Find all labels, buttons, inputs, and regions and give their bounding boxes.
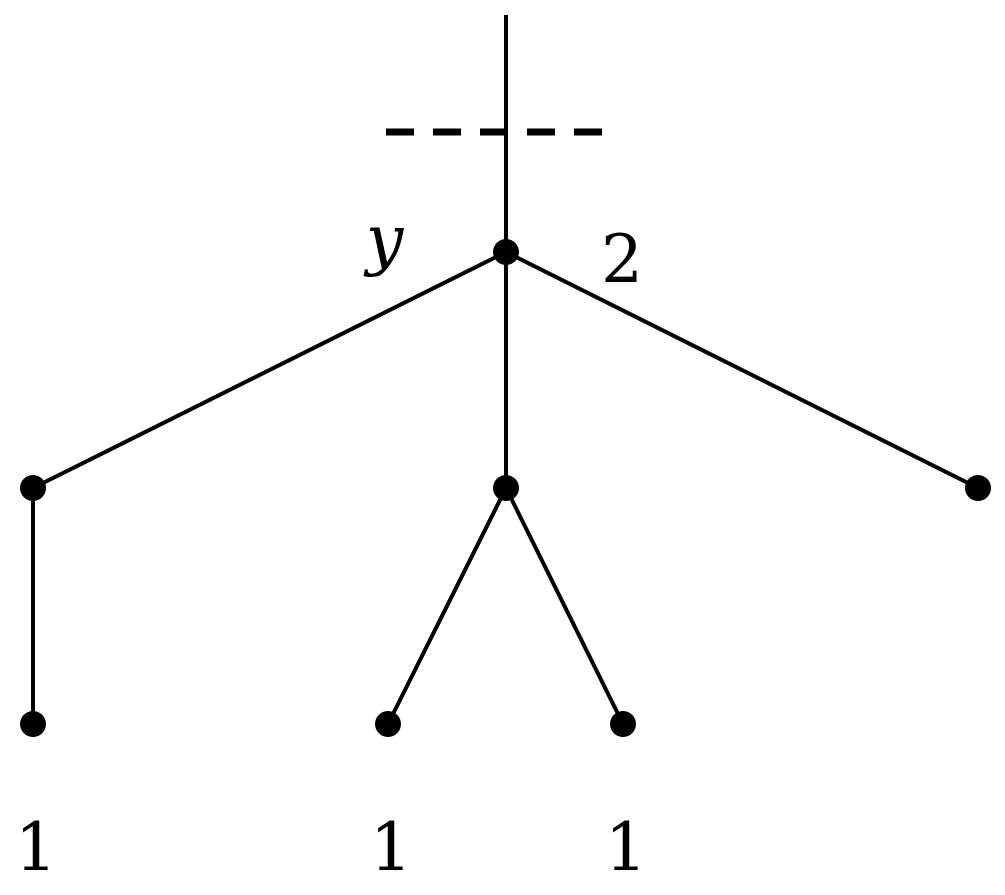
- vertex-label: y: [363, 201, 404, 278]
- vertex-weight-label: 2: [601, 221, 643, 298]
- edge-y-to-right-child: [505, 250, 979, 490]
- leaf-label-1: 1: [15, 809, 57, 886]
- leaf-label-2: 1: [370, 809, 412, 886]
- edge-y-to-left-child: [32, 250, 507, 490]
- left-child-node: [20, 475, 46, 501]
- leaf-label-3: 1: [605, 809, 647, 886]
- vertex-y-node: [493, 239, 519, 265]
- leaf-node-2: [375, 711, 401, 737]
- middle-child-node: [493, 475, 519, 501]
- leaf-node-3: [610, 711, 636, 737]
- leaf-node-1: [20, 711, 46, 737]
- right-child-node: [965, 475, 991, 501]
- edge-middle-child-to-left-leaf: [386, 487, 508, 725]
- edge-middle-child-to-right-leaf: [504, 487, 625, 725]
